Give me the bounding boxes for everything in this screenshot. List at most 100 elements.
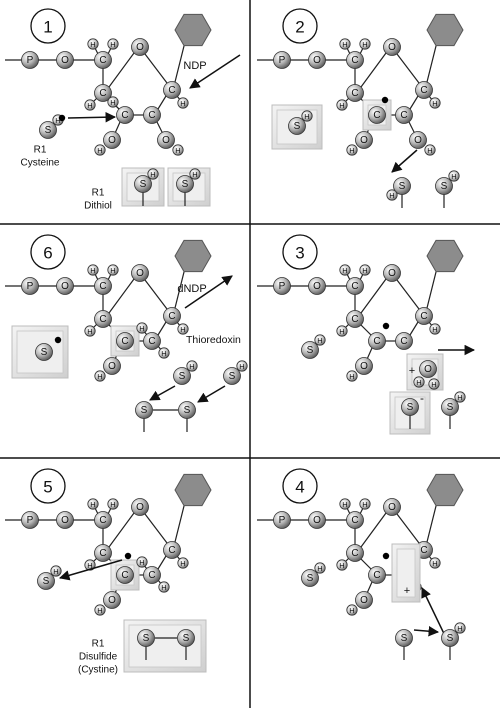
atom-symbol: C — [121, 570, 128, 581]
sulfur-atom: S — [177, 629, 195, 647]
atom-symbol: H — [432, 559, 437, 568]
atom-symbol: P — [27, 281, 34, 292]
atom-symbol: H — [53, 567, 58, 576]
carbon-3-atom: C — [116, 566, 134, 584]
atom-symbol: H — [161, 583, 166, 592]
oxygen-atom: O — [56, 511, 74, 529]
ring-oxygen-atom: O — [131, 264, 149, 282]
oxygen-3-atom: O — [103, 357, 121, 375]
hydrogen-atom: H — [236, 360, 248, 372]
atom-symbol: C — [148, 336, 155, 347]
atom-symbol: O — [136, 268, 144, 279]
atom-symbol: H — [427, 146, 432, 155]
hydrogen-atom: H — [84, 325, 96, 337]
carbon-3-atom: C — [116, 332, 134, 350]
hydrogen-atom: H — [158, 347, 170, 359]
sulfur-atom: S — [395, 629, 413, 647]
atom-symbol: C — [99, 314, 106, 325]
sulfur-atom: S — [134, 175, 152, 193]
oxygen-atom: O — [308, 511, 326, 529]
atom-symbol: H — [97, 606, 102, 615]
oxygen-atom: O — [56, 51, 74, 69]
sulfur-atom: S — [137, 629, 155, 647]
oxygen-3-atom: O — [355, 591, 373, 609]
disulfide-sulfur-left: S — [135, 401, 153, 432]
carbon-1-atom: C — [163, 81, 181, 99]
bond — [360, 512, 387, 548]
radical-dot — [54, 336, 62, 344]
atom-symbol: S — [182, 179, 189, 190]
atom-symbol: O — [360, 135, 368, 146]
oxygen-2-atom: O — [157, 131, 175, 149]
bond — [396, 53, 420, 84]
bond — [157, 95, 167, 110]
step-number: 6 — [43, 244, 52, 263]
atom-symbol: H — [180, 559, 185, 568]
reduction-arrow-right — [197, 385, 226, 403]
sulfur-atom: S — [301, 341, 319, 359]
atom-symbol: H — [349, 146, 354, 155]
atom-symbol: O — [108, 135, 116, 146]
hydrogen-atom: H — [177, 97, 189, 109]
carbon-5-atom: C — [94, 51, 112, 69]
hydrogen-atom: H — [158, 581, 170, 593]
hydrogen-atom: H — [147, 168, 159, 180]
bond — [409, 95, 419, 110]
atom-symbol: O — [388, 42, 396, 53]
cysteine-sulfur: SH — [301, 334, 326, 359]
atom-symbol: H — [97, 146, 102, 155]
step-number: 3 — [295, 244, 304, 263]
hydrogen-atom: H — [50, 565, 62, 577]
radical-dot — [381, 96, 389, 104]
hydrogen-atom: H — [454, 622, 466, 634]
step-number-circle — [282, 8, 318, 44]
hydrogen-atom: H — [346, 604, 358, 616]
atom-symbol: C — [99, 515, 106, 526]
oxygen-atom: O — [308, 277, 326, 295]
carbon-5-atom: C — [94, 511, 112, 529]
atom-symbol: O — [108, 361, 116, 372]
hydrogen-atom: H — [177, 323, 189, 335]
bond — [108, 278, 135, 314]
atom-symbol: C — [148, 570, 155, 581]
atom-symbol: C — [373, 570, 380, 581]
atom-symbol: H — [192, 170, 197, 179]
atom-symbol: H — [180, 99, 185, 108]
atom-symbol: C — [99, 548, 106, 559]
ring-oxygen-atom: O — [131, 498, 149, 516]
hydrogen-abstraction-arrow — [58, 559, 123, 581]
hydrogen-atom: H — [107, 498, 119, 510]
electron-transfer-arrow — [413, 625, 440, 637]
carbon-2-atom: C — [143, 106, 161, 124]
hydrogen-atom: H — [107, 96, 119, 108]
carbon-4-atom: C — [346, 310, 364, 328]
atom-symbol: S — [401, 633, 408, 644]
disulfide-label: Disulfide — [79, 652, 118, 663]
thiyl-sulfur: S — [395, 629, 413, 660]
thioredoxin-sulfur-right: SH — [223, 360, 248, 385]
atom-symbol: H — [161, 349, 166, 358]
atom-symbol: C — [351, 55, 358, 66]
atom-symbol: H — [304, 112, 309, 121]
atom-symbol: S — [307, 345, 314, 356]
atom-symbol: C — [99, 281, 106, 292]
r1-label: R1 — [92, 639, 105, 650]
atom-symbol: C — [400, 336, 407, 347]
bond — [157, 555, 167, 570]
carbon-4-atom: C — [94, 84, 112, 102]
atom-symbol: P — [279, 55, 286, 66]
sulfur-atom: S — [35, 343, 53, 361]
oxygen-3-atom: O — [355, 357, 373, 375]
atom-symbol: C — [168, 85, 175, 96]
highlight-box-inner — [396, 548, 416, 598]
hydrogen-atom: H — [413, 376, 425, 388]
atom-symbol: H — [239, 362, 244, 371]
atom-symbol: S — [41, 347, 48, 358]
atom-symbol: O — [108, 595, 116, 606]
hydrogen-atom: H — [94, 604, 106, 616]
atom-symbol: P — [27, 515, 34, 526]
carbon-5-atom: C — [94, 277, 112, 295]
atom-symbol: P — [279, 515, 286, 526]
